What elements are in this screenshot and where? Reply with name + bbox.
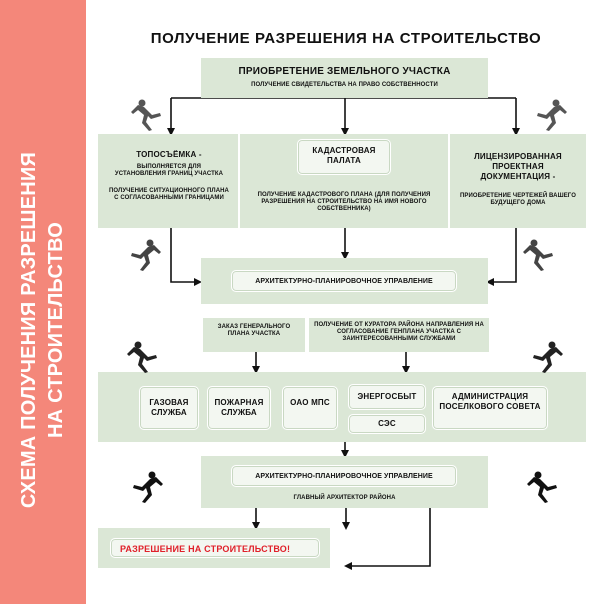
step-survey [98, 134, 238, 228]
step-land [201, 58, 488, 98]
service-ses: СЭС [378, 419, 396, 428]
service-gas-panel [139, 386, 199, 430]
arrow-design-to-arch [486, 228, 517, 286]
sidebar-band [0, 0, 86, 604]
step-land-subtitle: ПОЛУЧЕНИЕ СВИДЕТЕЛЬСТВА НА ПРАВО СОБСТВЕ… [251, 82, 438, 88]
step-cadastre-panel [297, 139, 391, 175]
service-admin-panel [432, 386, 548, 430]
service-mps-panel [282, 386, 338, 430]
step-survey-title: ТОПОСЪЁМКА - [136, 150, 202, 159]
step-design-title: ЛИЦЕНЗИРОВАННАЯ ПРОЕКТНАЯ ДОКУМЕНТАЦИЯ - [474, 152, 562, 181]
runner-icon [533, 341, 563, 373]
service-gas: ГАЗОВАЯ СЛУЖБА [149, 398, 189, 417]
step-permit-title: РАЗРЕШЕНИЕ НА СТРОИТЕЛЬСТВО! [120, 544, 291, 554]
connector-arch2-right [344, 508, 431, 570]
runner-icon [127, 341, 157, 373]
step-survey-text2: ПОЛУЧЕНИЕ СИТУАЦИОННОГО ПЛАНА С СОГЛАСОВ… [108, 188, 229, 201]
service-ses-panel [348, 414, 426, 434]
step-design-text: ПРИОБРЕТЕНИЕ ЧЕРТЕЖЕЙ ВАШЕГО БУДУЩЕГО ДО… [460, 193, 576, 206]
step-arch2-subtitle: ГЛАВНЫЙ АРХИТЕКТОР РАЙОНА [293, 495, 396, 501]
service-energy: ЭНЕРГОСБЫТ [357, 392, 417, 401]
step-land-title: ПРИОБРЕТЕНИЕ ЗЕМЕЛЬНОГО УЧАСТКА [238, 66, 451, 77]
runner-icon [131, 239, 161, 271]
service-admin: АДМИНИСТРАЦИЯ ПОСЕЛКОВОГО СОВЕТА [439, 392, 541, 411]
runner-icon [131, 99, 161, 131]
service-fire: ПОЖАРНАЯ СЛУЖБА [214, 398, 264, 417]
step-permit-panel [110, 538, 320, 558]
service-mps: ОАО МПС [290, 398, 330, 407]
step-design [450, 134, 586, 228]
step-order-plan [203, 318, 305, 352]
step-curator [309, 318, 489, 352]
step-arch1-title: АРХИТЕКТУРНО-ПЛАНИРОВОЧНОЕ УПРАВЛЕНИЕ [255, 278, 433, 285]
runner-icon [537, 99, 567, 131]
step-arch2-title: АРХИТЕКТУРНО-ПЛАНИРОВОЧНОЕ УПРАВЛЕНИЕ [255, 473, 433, 480]
step-order-plan-text: ЗАКАЗ ГЕНЕРАЛЬНОГО ПЛАНА УЧАСТКА [217, 324, 291, 337]
step-cadastre-text: ПОЛУЧЕНИЕ КАДАСТРОВОГО ПЛАНА (ДЛЯ ПОЛУЧЕ… [257, 192, 431, 212]
runner-icon [527, 471, 557, 503]
runner-icon [523, 239, 553, 271]
step-cadastre-title: КАДАСТРОВАЯ ПАЛАТА [312, 146, 376, 165]
arrow-survey-to-arch [170, 228, 202, 286]
step-curator-text: ПОЛУЧЕНИЕ ОТ КУРАТОРА РАЙОНА НАПРАВЛЕНИЯ… [314, 322, 484, 342]
step-survey-text1: ВЫПОЛНЯЕТСЯ ДЛЯ УСТАНОВЛЕНИЯ ГРАНИЦ УЧАС… [114, 164, 224, 177]
step-arch1-panel [231, 270, 457, 292]
step-arch2-panel [231, 465, 457, 487]
runner-icon [133, 471, 163, 503]
service-fire-panel [207, 386, 271, 430]
page-title: ПОЛУЧЕНИЕ РАЗРЕШЕНИЯ НА СТРОИТЕЛЬСТВО [150, 30, 542, 47]
service-energy-panel [348, 384, 426, 410]
